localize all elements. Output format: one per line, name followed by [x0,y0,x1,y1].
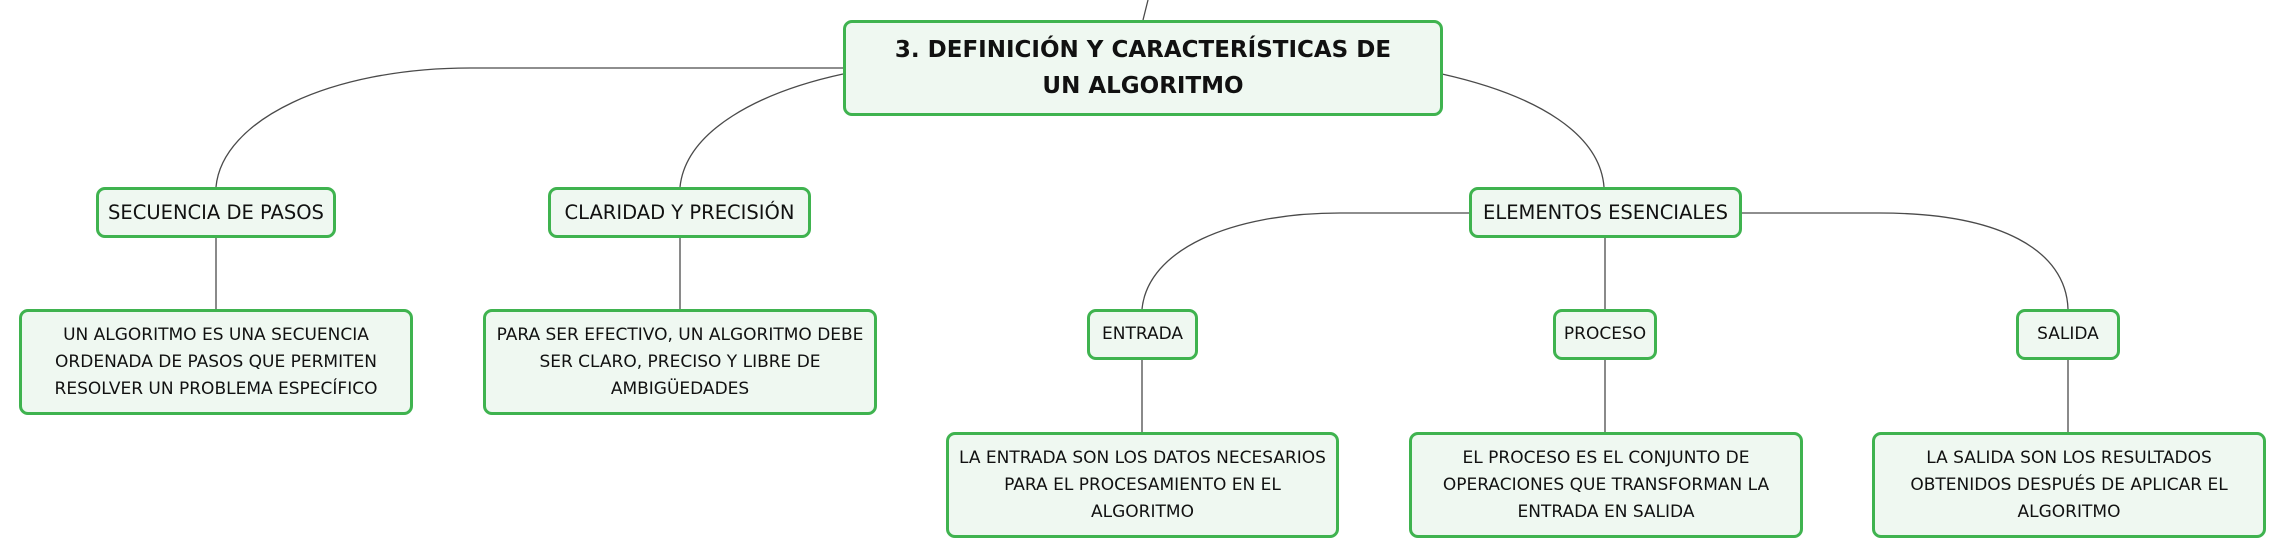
topic-elementos-label: ELEMENTOS ESENCIALES [1483,201,1728,224]
connector-elementos-salida [1742,212,2069,310]
topic-secuencia-label: SECUENCIA DE PASOS [108,201,324,224]
connector-to-parent [1142,0,1149,21]
connector-root-elementos [1441,73,1605,188]
connector-elementos-entrada [1141,212,1469,310]
root-topic[interactable]: 3. DEFINICIÓN Y CARACTERÍSTICAS DE UN AL… [843,20,1443,116]
connector-root-claridad [679,73,844,188]
root-topic-label: 3. DEFINICIÓN Y CARACTERÍSTICAS DE UN AL… [894,37,1392,99]
topic-entrada[interactable]: ENTRADA [1087,309,1198,360]
topic-claridad-label: CLARIDAD Y PRECISIÓN [564,201,795,224]
topic-entrada-label: ENTRADA [1101,324,1183,344]
connector-root-secuencia [215,67,843,188]
topic-salida-label: SALIDA [2037,324,2099,344]
detail-entrada[interactable]: LA ENTRADA SON LOS DATOS NECESARIOS PARA… [946,432,1339,538]
topic-proceso[interactable]: PROCESO [1553,309,1657,360]
detail-secuencia-text: UN ALGORITMO ES UNA SECUENCIA ORDENADA D… [54,324,378,399]
topic-claridad-y-precision[interactable]: CLARIDAD Y PRECISIÓN [548,187,811,238]
topic-salida[interactable]: SALIDA [2016,309,2120,360]
detail-entrada-text: LA ENTRADA SON LOS DATOS NECESARIOS PARA… [959,447,1326,522]
detail-claridad[interactable]: PARA SER EFECTIVO, UN ALGORITMO DEBE SER… [483,309,877,415]
detail-proceso-text: EL PROCESO ES EL CONJUNTO DE OPERACIONES… [1442,447,1770,522]
detail-salida-text: LA SALIDA SON LOS RESULTADOS OBTENIDOS D… [1910,447,2228,522]
detail-claridad-text: PARA SER EFECTIVO, UN ALGORITMO DEBE SER… [496,324,864,399]
topic-elementos-esenciales[interactable]: ELEMENTOS ESENCIALES [1469,187,1742,238]
topic-proceso-label: PROCESO [1563,324,1647,344]
topic-secuencia-de-pasos[interactable]: SECUENCIA DE PASOS [96,187,336,238]
detail-salida[interactable]: LA SALIDA SON LOS RESULTADOS OBTENIDOS D… [1872,432,2266,538]
detail-proceso[interactable]: EL PROCESO ES EL CONJUNTO DE OPERACIONES… [1409,432,1803,538]
detail-secuencia[interactable]: UN ALGORITMO ES UNA SECUENCIA ORDENADA D… [19,309,413,415]
